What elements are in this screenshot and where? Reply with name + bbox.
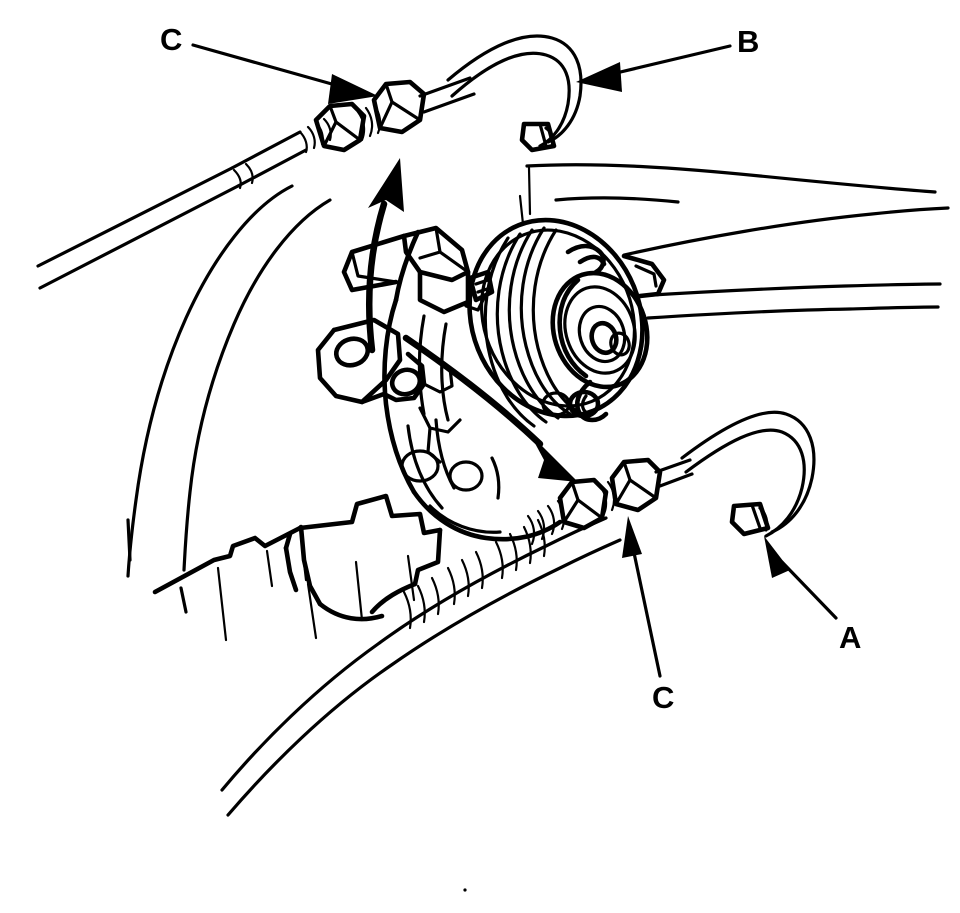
discharge-hose: [446, 34, 583, 153]
mounting-bracket: [152, 493, 443, 642]
callout-c-bottom-leader: [622, 516, 662, 678]
scan-speck: [463, 888, 467, 892]
callout-label-c-bottom: C: [652, 680, 675, 715]
callout-label-c-top: C: [160, 22, 183, 57]
compressor-pulley: [467, 217, 667, 428]
upper-line-fitting: [313, 76, 476, 153]
callout-a-leader: [764, 536, 838, 620]
install-arrow-lower: [402, 334, 578, 482]
engine-block-edge: [518, 163, 950, 320]
suction-hose-lower-run: [220, 516, 622, 817]
install-arrow-upper: [366, 158, 404, 354]
callout-c-top-leader: [191, 43, 378, 104]
engine-contour-left-loop: [126, 184, 332, 614]
lower-line-fitting: [526, 457, 694, 546]
suction-hose: [680, 410, 816, 538]
callout-b-leader: [576, 44, 732, 92]
callout-label-a: A: [839, 620, 862, 655]
callout-label-b: B: [737, 24, 760, 59]
